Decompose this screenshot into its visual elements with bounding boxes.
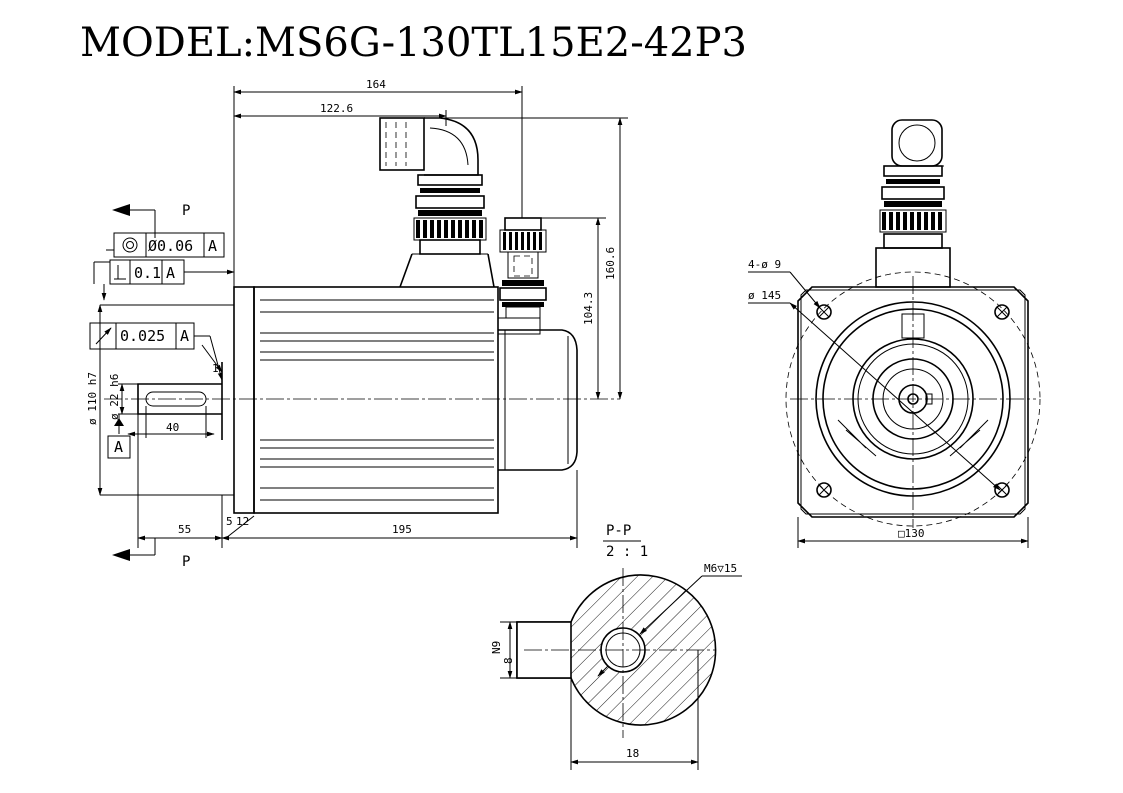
pcd-circle — [785, 271, 1041, 527]
dim-5: 5 — [226, 515, 233, 528]
encoder-cover — [498, 329, 578, 471]
concentricity-frame: Ø0.06 A — [113, 232, 225, 258]
dim-104-3: 104.3 — [582, 292, 595, 325]
section-title: P-P — [606, 523, 631, 539]
runout-datum: A — [180, 327, 189, 345]
dim-key-8: 8 — [502, 657, 515, 664]
dim-164: 164 — [366, 78, 386, 91]
encoder-connector — [499, 217, 547, 319]
dim-square: □130 — [898, 527, 925, 540]
section-scale: 2 : 1 — [606, 544, 648, 560]
dim-shaft-dia: ø 22 h6 — [108, 374, 121, 420]
runout-frame: 0.025 A — [89, 322, 195, 350]
side-view: 164 122.6 160.6 104.3 ø 110 h7 ø 22 h6 4… — [86, 78, 628, 570]
dim-thread: M6▽15 — [704, 562, 737, 575]
dim-40: 40 — [166, 421, 179, 434]
dim-160-6: 160.6 — [604, 247, 617, 280]
concentricity-datum: A — [208, 237, 217, 255]
dim-12: 12 — [236, 515, 249, 528]
perpendicularity-datum: A — [166, 264, 175, 282]
model-title: MODEL:MS6G-130TL15E2-42P3 — [80, 20, 747, 66]
concentricity-value: Ø0.06 — [148, 237, 193, 255]
cooling-fins — [260, 299, 494, 501]
dim-195: 195 — [392, 523, 412, 536]
perpendicularity-value: 0.1 — [134, 264, 161, 282]
section-marker-bottom: P — [182, 554, 190, 570]
dim-1: 1 — [212, 362, 219, 375]
dim-flange-dia: ø 110 h7 — [86, 372, 99, 425]
runout-value: 0.025 — [120, 327, 165, 345]
dim-section-width: 18 — [626, 747, 639, 760]
front-view: 4-ø 9 ø 145 □130 — [748, 119, 1041, 548]
front-connector — [875, 119, 951, 288]
dim-holes: 4-ø 9 — [748, 258, 781, 271]
dim-pcd: ø 145 — [748, 289, 781, 302]
dim-122-6: 122.6 — [320, 102, 353, 115]
section-view: P-P 2 : 1 M6▽15 N9 8 18 — [490, 523, 742, 770]
dim-key-n9: N9 — [490, 641, 503, 654]
motor-body — [253, 286, 499, 514]
datum-label: A — [114, 438, 123, 456]
datum-box — [107, 435, 131, 459]
power-connector — [379, 117, 495, 288]
mounting-flange — [233, 286, 255, 514]
section-marker-top: P — [182, 203, 190, 219]
dim-55: 55 — [178, 523, 191, 536]
perpendicularity-frame: 0.1 A — [109, 259, 185, 285]
